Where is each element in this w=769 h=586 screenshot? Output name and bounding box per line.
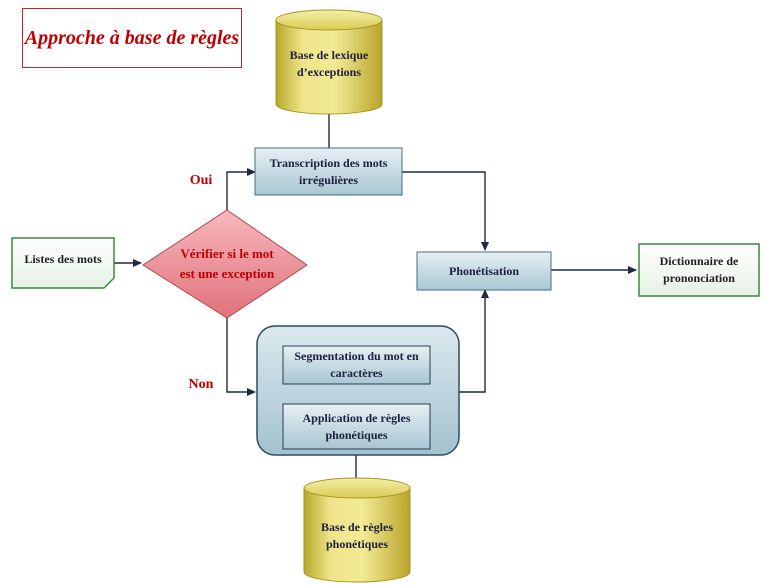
decision-label: Vérifier si le mot est une exception [179, 246, 275, 281]
phonetisation-box [416, 251, 552, 291]
application-label: Application de règles phonétiques [302, 410, 411, 442]
rules-database [303, 477, 411, 583]
segmentation-box [282, 345, 431, 385]
edges [114, 114, 637, 484]
transcription-box [254, 147, 403, 196]
branch-yes-label: Oui [189, 172, 213, 188]
edge-group-to-phonetisation [459, 289, 489, 393]
decision-diamond [142, 209, 308, 319]
diagram-title: Approche à base de règles [22, 8, 242, 68]
words-list-shape [11, 237, 115, 289]
branch-no-label: Non [188, 376, 214, 392]
words-list-label: Listes des mots [24, 251, 102, 266]
application-box [282, 403, 431, 450]
transcription-label: Transcription des mots irrégulières [269, 155, 388, 187]
lexicon-database-label: Base de lexique d’exceptions [289, 48, 369, 79]
dictionary-box [638, 243, 760, 297]
phonetisation-label: Phonétisation [448, 263, 519, 278]
lexicon-database [275, 9, 383, 115]
rules-database-label: Base de règles phonétiques [321, 520, 393, 551]
dictionary-label: Dictionnaire de prononciation [659, 254, 739, 285]
edge-transcription-to-phonetisation [402, 171, 489, 251]
segmentation-label: Segmentation du mot en caractères [294, 349, 419, 380]
edge-decision-to-group [226, 317, 256, 396]
edge-decision-to-transcription [226, 168, 256, 210]
